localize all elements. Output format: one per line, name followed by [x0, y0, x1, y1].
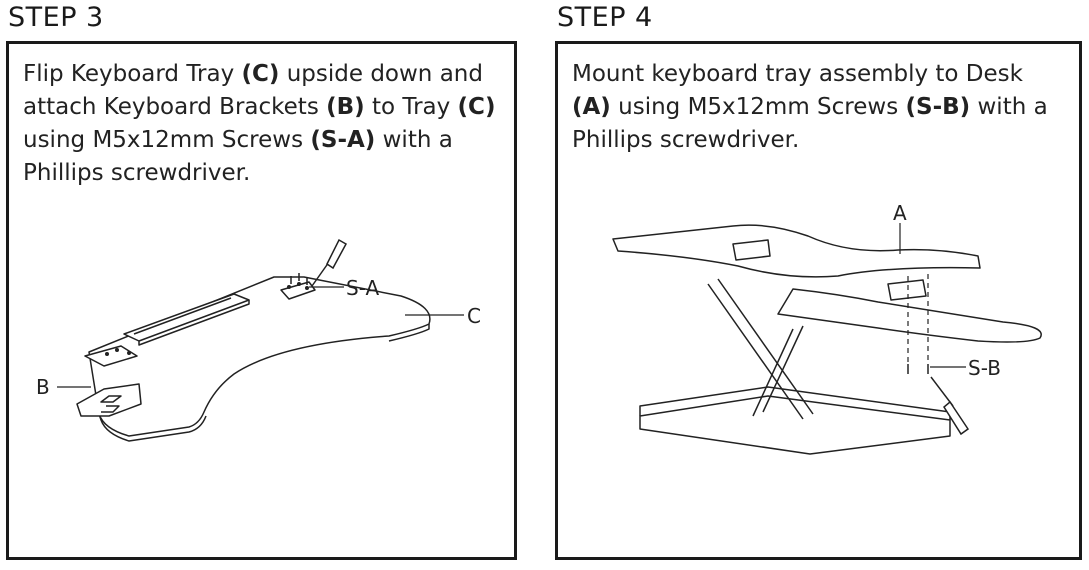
step-4-illustration: A S-B [612, 201, 1042, 455]
step3-instr-segment: Flip Keyboard Tray [23, 61, 242, 87]
step3-instr-segment: using M5x12mm Screws [23, 127, 311, 153]
screwdriver-icon [311, 238, 348, 287]
step-4-panel: Mount keyboard tray assembly to Desk (A)… [555, 41, 1082, 560]
step-3-instruction: Flip Keyboard Tray (C) upside down and a… [23, 58, 504, 190]
step-3-panel: Flip Keyboard Tray (C) upside down and a… [6, 41, 517, 560]
desk-top-a [612, 224, 981, 278]
base-frame [639, 395, 951, 455]
step3-instr-segment: to Tray [364, 94, 458, 120]
step4-instr-segment: (S-B) [905, 94, 971, 120]
step3-instr-segment: upside down and attach Keyboard Brackets [23, 61, 483, 120]
step3-instr-segment: (B) [326, 94, 365, 120]
step-3-title: STEP 3 [8, 2, 104, 33]
step-4-instruction: Mount keyboard tray assembly to Desk (A)… [572, 58, 1069, 157]
step4-instr-segment: using M5x12mm Screws [610, 94, 906, 120]
step3-instr-segment: (C) [241, 61, 280, 87]
step3-instr-segment: (S-A) [310, 127, 376, 153]
keyboard-tray-outline [88, 276, 431, 437]
step3-instr-segment: (C) [457, 94, 496, 120]
label-s-b: S-B [968, 356, 1001, 380]
screwdriver-icon [930, 376, 970, 436]
label-a: A [893, 201, 907, 225]
step4-instr-segment: Mount keyboard tray assembly to Desk [572, 61, 1023, 87]
keyboard-tray-outline [777, 288, 1042, 343]
label-b: B [36, 375, 50, 399]
step4-instr-segment: (A) [572, 94, 611, 120]
label-c: C [467, 304, 481, 328]
step4-instr-segment: with a Phillips screwdriver. [572, 94, 1048, 153]
scissor-lift [707, 283, 804, 420]
step-3-illustration: S-A C B [36, 238, 481, 442]
step3-instr-segment: with a Phillips screwdriver. [23, 127, 453, 186]
label-s-a: S-A [346, 276, 379, 300]
keyboard-bracket-b [76, 383, 142, 417]
step-4-title: STEP 4 [557, 2, 653, 33]
